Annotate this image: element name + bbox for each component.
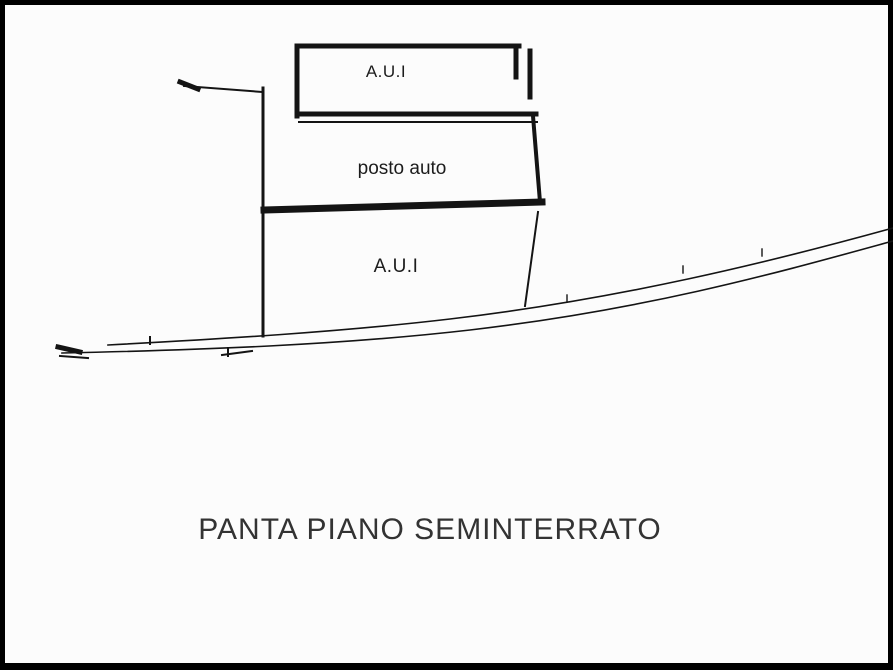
room-label-posto-auto: posto auto: [357, 158, 447, 179]
plan-walls-group: [55, 43, 893, 360]
room-label-aui-top: A.U.I: [365, 62, 407, 81]
road-line-lower: [61, 240, 893, 354]
wall-parking-bottom: [260, 198, 546, 214]
wall-left-protrusion-end: [176, 78, 202, 93]
road-line-upper: [107, 227, 893, 346]
wall-lower-right-boundary: [523, 210, 540, 308]
wall-parking-right: [530, 113, 543, 205]
road-tick-3: [220, 349, 254, 357]
wall-top-room-left-and-top: [294, 43, 522, 119]
plan-title: PANTA PIANO SEMINTERRATO: [198, 513, 662, 546]
room-label-aui-lower: A.U.I: [373, 256, 419, 277]
road-tick-left-blob: [55, 344, 83, 355]
road-tick-left-low: [58, 354, 90, 360]
